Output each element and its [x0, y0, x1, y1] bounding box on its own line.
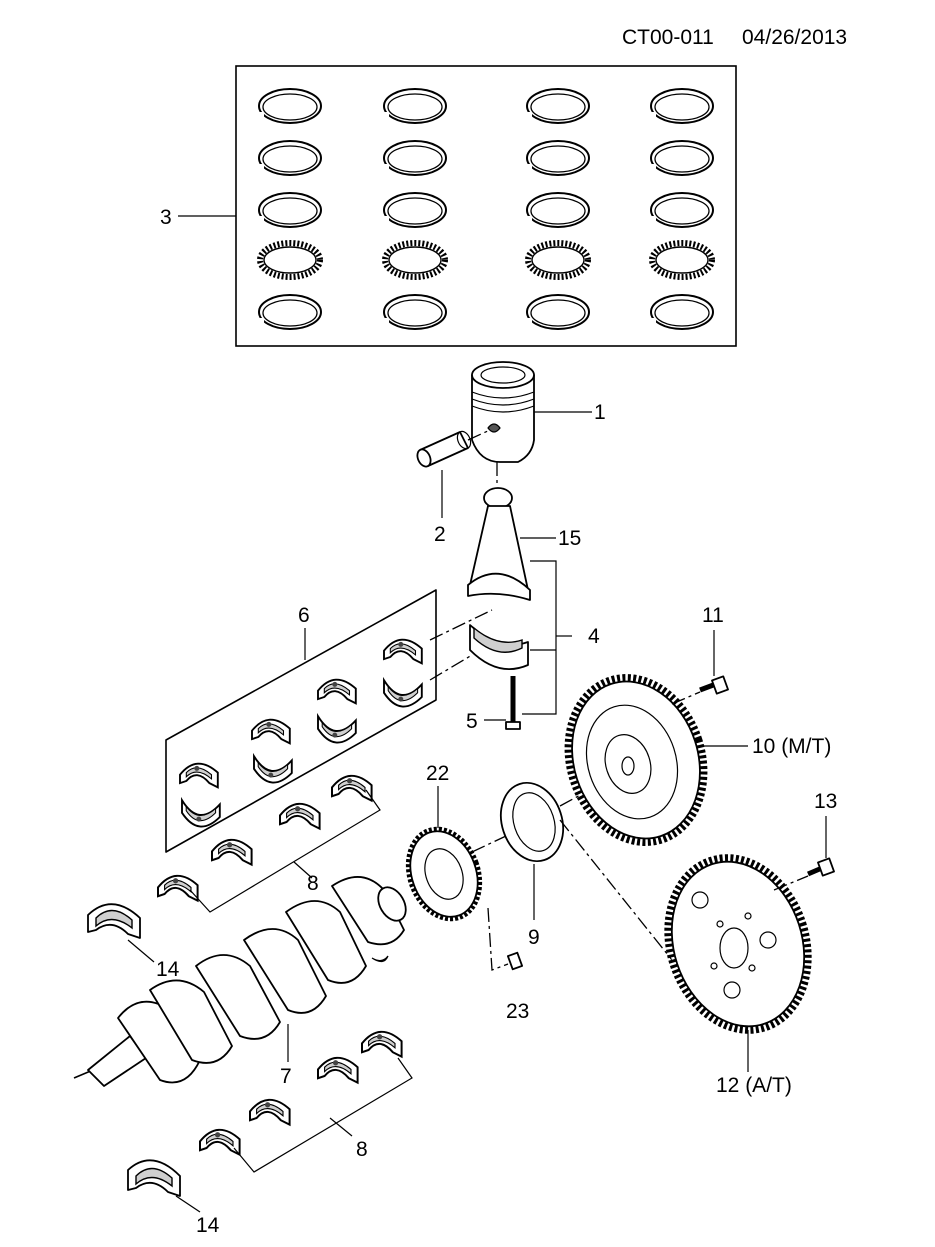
main-bearing-shell: [279, 802, 321, 831]
piston-ring: [256, 294, 322, 330]
ring-set-frame: [235, 65, 737, 347]
callout-1: 1: [594, 401, 606, 424]
piston-ring-set: [235, 65, 737, 347]
callout-6: 6: [298, 604, 310, 627]
callout-9: 9: [528, 926, 540, 949]
callout-2: 2: [434, 523, 446, 546]
piston-ring: [256, 140, 322, 176]
sensor-ring: [405, 826, 483, 922]
piston-ring: [524, 140, 590, 176]
callout-7: 7: [280, 1065, 292, 1088]
piston-ring: [524, 294, 590, 330]
main-bearings-lower: [199, 1030, 403, 1157]
rod-bearing-set: [165, 589, 437, 853]
main-bearing-shell: [211, 838, 253, 867]
piston-ring: [648, 294, 714, 330]
piston-ring: [648, 140, 714, 176]
piston-ring: [524, 88, 590, 124]
main-bearing-shell: [157, 874, 199, 903]
main-bearings-upper: [157, 774, 373, 903]
rod-bearing-lower: [253, 752, 293, 784]
callout-4: 4: [588, 625, 600, 648]
main-bearing-shell: [199, 1128, 241, 1157]
callout-8-upper: 8: [307, 872, 319, 895]
leader-8-upper: [189, 789, 381, 913]
piston-ring: [525, 240, 591, 280]
rod-bearing-lower: [181, 796, 221, 828]
main-bearing-shell: [361, 1030, 403, 1059]
piston-ring: [257, 240, 323, 280]
leader-8-lower: [233, 1057, 413, 1173]
leader-14-lower: [175, 1195, 201, 1213]
piston-ring: [256, 192, 322, 228]
rod-bearing-upper: [179, 762, 219, 789]
rod-cap: [469, 624, 529, 671]
rod-bearing-upper: [383, 638, 423, 665]
thrust-bearing-lower: [127, 1159, 181, 1197]
callout-8-lower: 8: [356, 1138, 368, 1161]
rod-bearing-lower: [383, 676, 423, 708]
callout-12: 12 (A/T): [716, 1074, 792, 1097]
rod-bearing-lower: [317, 712, 357, 744]
crankshaft: [73, 876, 407, 1087]
ring-grid: [256, 88, 715, 330]
thrust-bearing-upper: [87, 903, 141, 939]
callout-10: 10 (M/T): [752, 735, 831, 758]
piston-ring: [381, 192, 447, 228]
rod-bearing-upper: [251, 718, 291, 745]
piston-ring: [648, 192, 714, 228]
piston-pin: [416, 430, 472, 468]
flywheel: [564, 674, 708, 846]
leader-14-upper: [127, 939, 155, 963]
piston-ring: [649, 240, 715, 280]
diagram-date: 04/26/2013: [742, 26, 847, 49]
main-bearing-shell: [249, 1098, 291, 1127]
callout-13: 13: [814, 790, 837, 813]
drive-plate-bolt: [807, 857, 835, 877]
callout-14-lower: 14: [196, 1214, 220, 1237]
drive-plate: [664, 854, 812, 1034]
sensor-ring-bolt: [507, 951, 523, 971]
callout-15: 15: [558, 527, 581, 550]
callout-11: 11: [702, 604, 724, 627]
piston-ring: [524, 192, 590, 228]
piston-ring: [256, 88, 322, 124]
piston: [471, 361, 535, 463]
main-bearing-shell: [331, 774, 373, 803]
piston-ring: [381, 88, 447, 124]
piston-ring: [381, 294, 447, 330]
callout-14-upper: 14: [156, 958, 180, 981]
callout-22: 22: [426, 762, 449, 785]
piston-ring: [381, 140, 447, 176]
connecting-rod: [467, 487, 531, 601]
rod-bolt: [505, 676, 521, 730]
piston-ring: [382, 240, 448, 280]
flywheel-bolt: [699, 675, 729, 695]
leader-4-5-bracket: [522, 560, 557, 715]
rod-bearing-upper: [317, 678, 357, 705]
main-bearing-shell: [317, 1056, 359, 1085]
callout-5: 5: [466, 710, 478, 733]
piston-ring: [648, 88, 714, 124]
rear-oil-seal: [500, 781, 564, 863]
callout-23: 23: [506, 1000, 529, 1023]
callout-3: 3: [160, 206, 172, 229]
diagram-code: CT00-011: [622, 26, 714, 49]
